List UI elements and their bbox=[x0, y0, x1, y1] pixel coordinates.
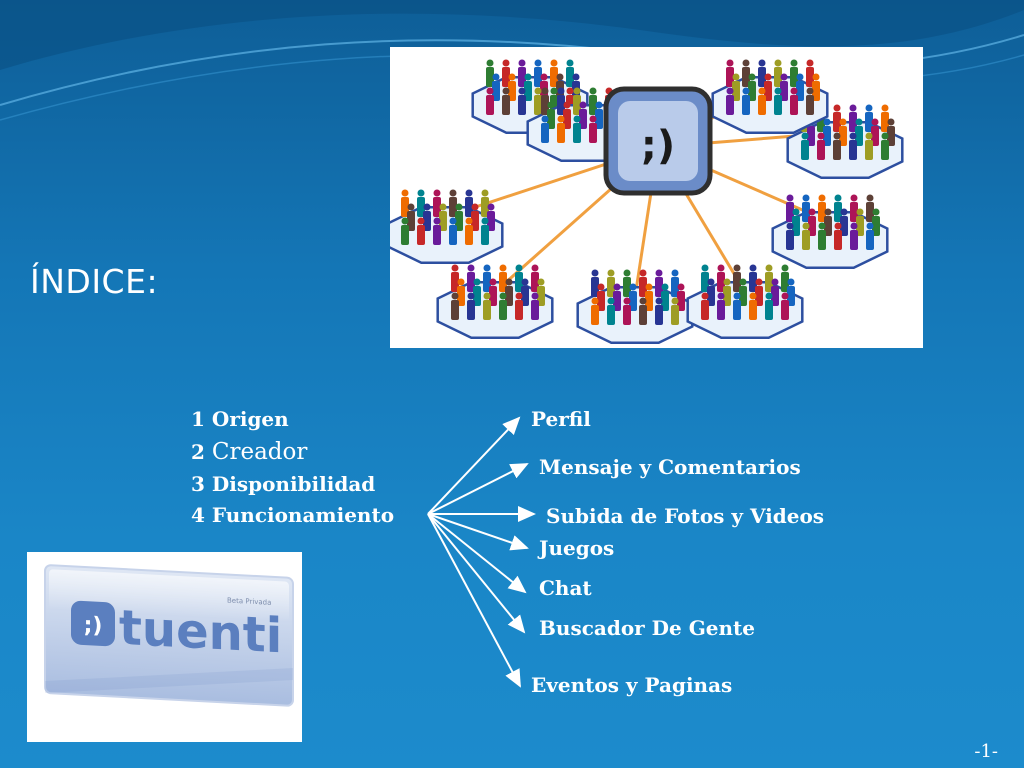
people-group bbox=[576, 269, 694, 344]
people-group bbox=[436, 264, 554, 339]
feature-chat: Chat bbox=[539, 576, 592, 600]
feature-subida: Subida de Fotos y Videos bbox=[546, 504, 825, 528]
tuenti-wordmark: tuenti bbox=[119, 600, 282, 665]
arrow-mensaje bbox=[427, 463, 529, 515]
feature-buscador: Buscador De Gente bbox=[539, 616, 756, 640]
page-title: ÍNDICE: bbox=[30, 262, 159, 301]
people-group bbox=[686, 264, 804, 339]
center-tuenti-mark: ;) bbox=[641, 123, 675, 169]
people-group bbox=[711, 59, 829, 134]
tuenti-logo-image: ;) tuenti Beta Privada bbox=[27, 552, 302, 742]
index-item-4: 4 Funcionamiento bbox=[191, 503, 395, 527]
index-item-2: 2 Creador bbox=[191, 439, 308, 465]
page-number: -1- bbox=[974, 741, 998, 762]
index-item-1: 1 Origen bbox=[191, 407, 289, 431]
arrow-eventos bbox=[427, 513, 521, 688]
arrow-buscador bbox=[427, 513, 526, 634]
feature-mensaje: Mensaje y Comentarios bbox=[539, 455, 801, 479]
tuenti-logo: ;) tuenti Beta Privada bbox=[44, 564, 294, 707]
people-group bbox=[390, 189, 504, 264]
feature-juegos: Juegos bbox=[539, 536, 615, 560]
feature-perfil: Perfil bbox=[531, 407, 591, 431]
arrow-perfil bbox=[427, 416, 521, 515]
network-diagram: ;) bbox=[390, 59, 904, 344]
social-network-illustration: ;) bbox=[390, 47, 923, 348]
arrow-chat bbox=[427, 513, 527, 594]
feature-eventos: Eventos y Paginas bbox=[531, 673, 733, 697]
index-item-3: 3 Disponibilidad bbox=[191, 472, 376, 496]
people-group bbox=[771, 194, 889, 269]
tuenti-mark-icon bbox=[71, 600, 115, 647]
center-tuenti-icon-inner bbox=[618, 101, 698, 181]
arrow-juegos bbox=[427, 513, 529, 551]
beta-caption: Beta Privada bbox=[227, 596, 271, 606]
tuenti-mark-text: ;) bbox=[84, 613, 103, 639]
